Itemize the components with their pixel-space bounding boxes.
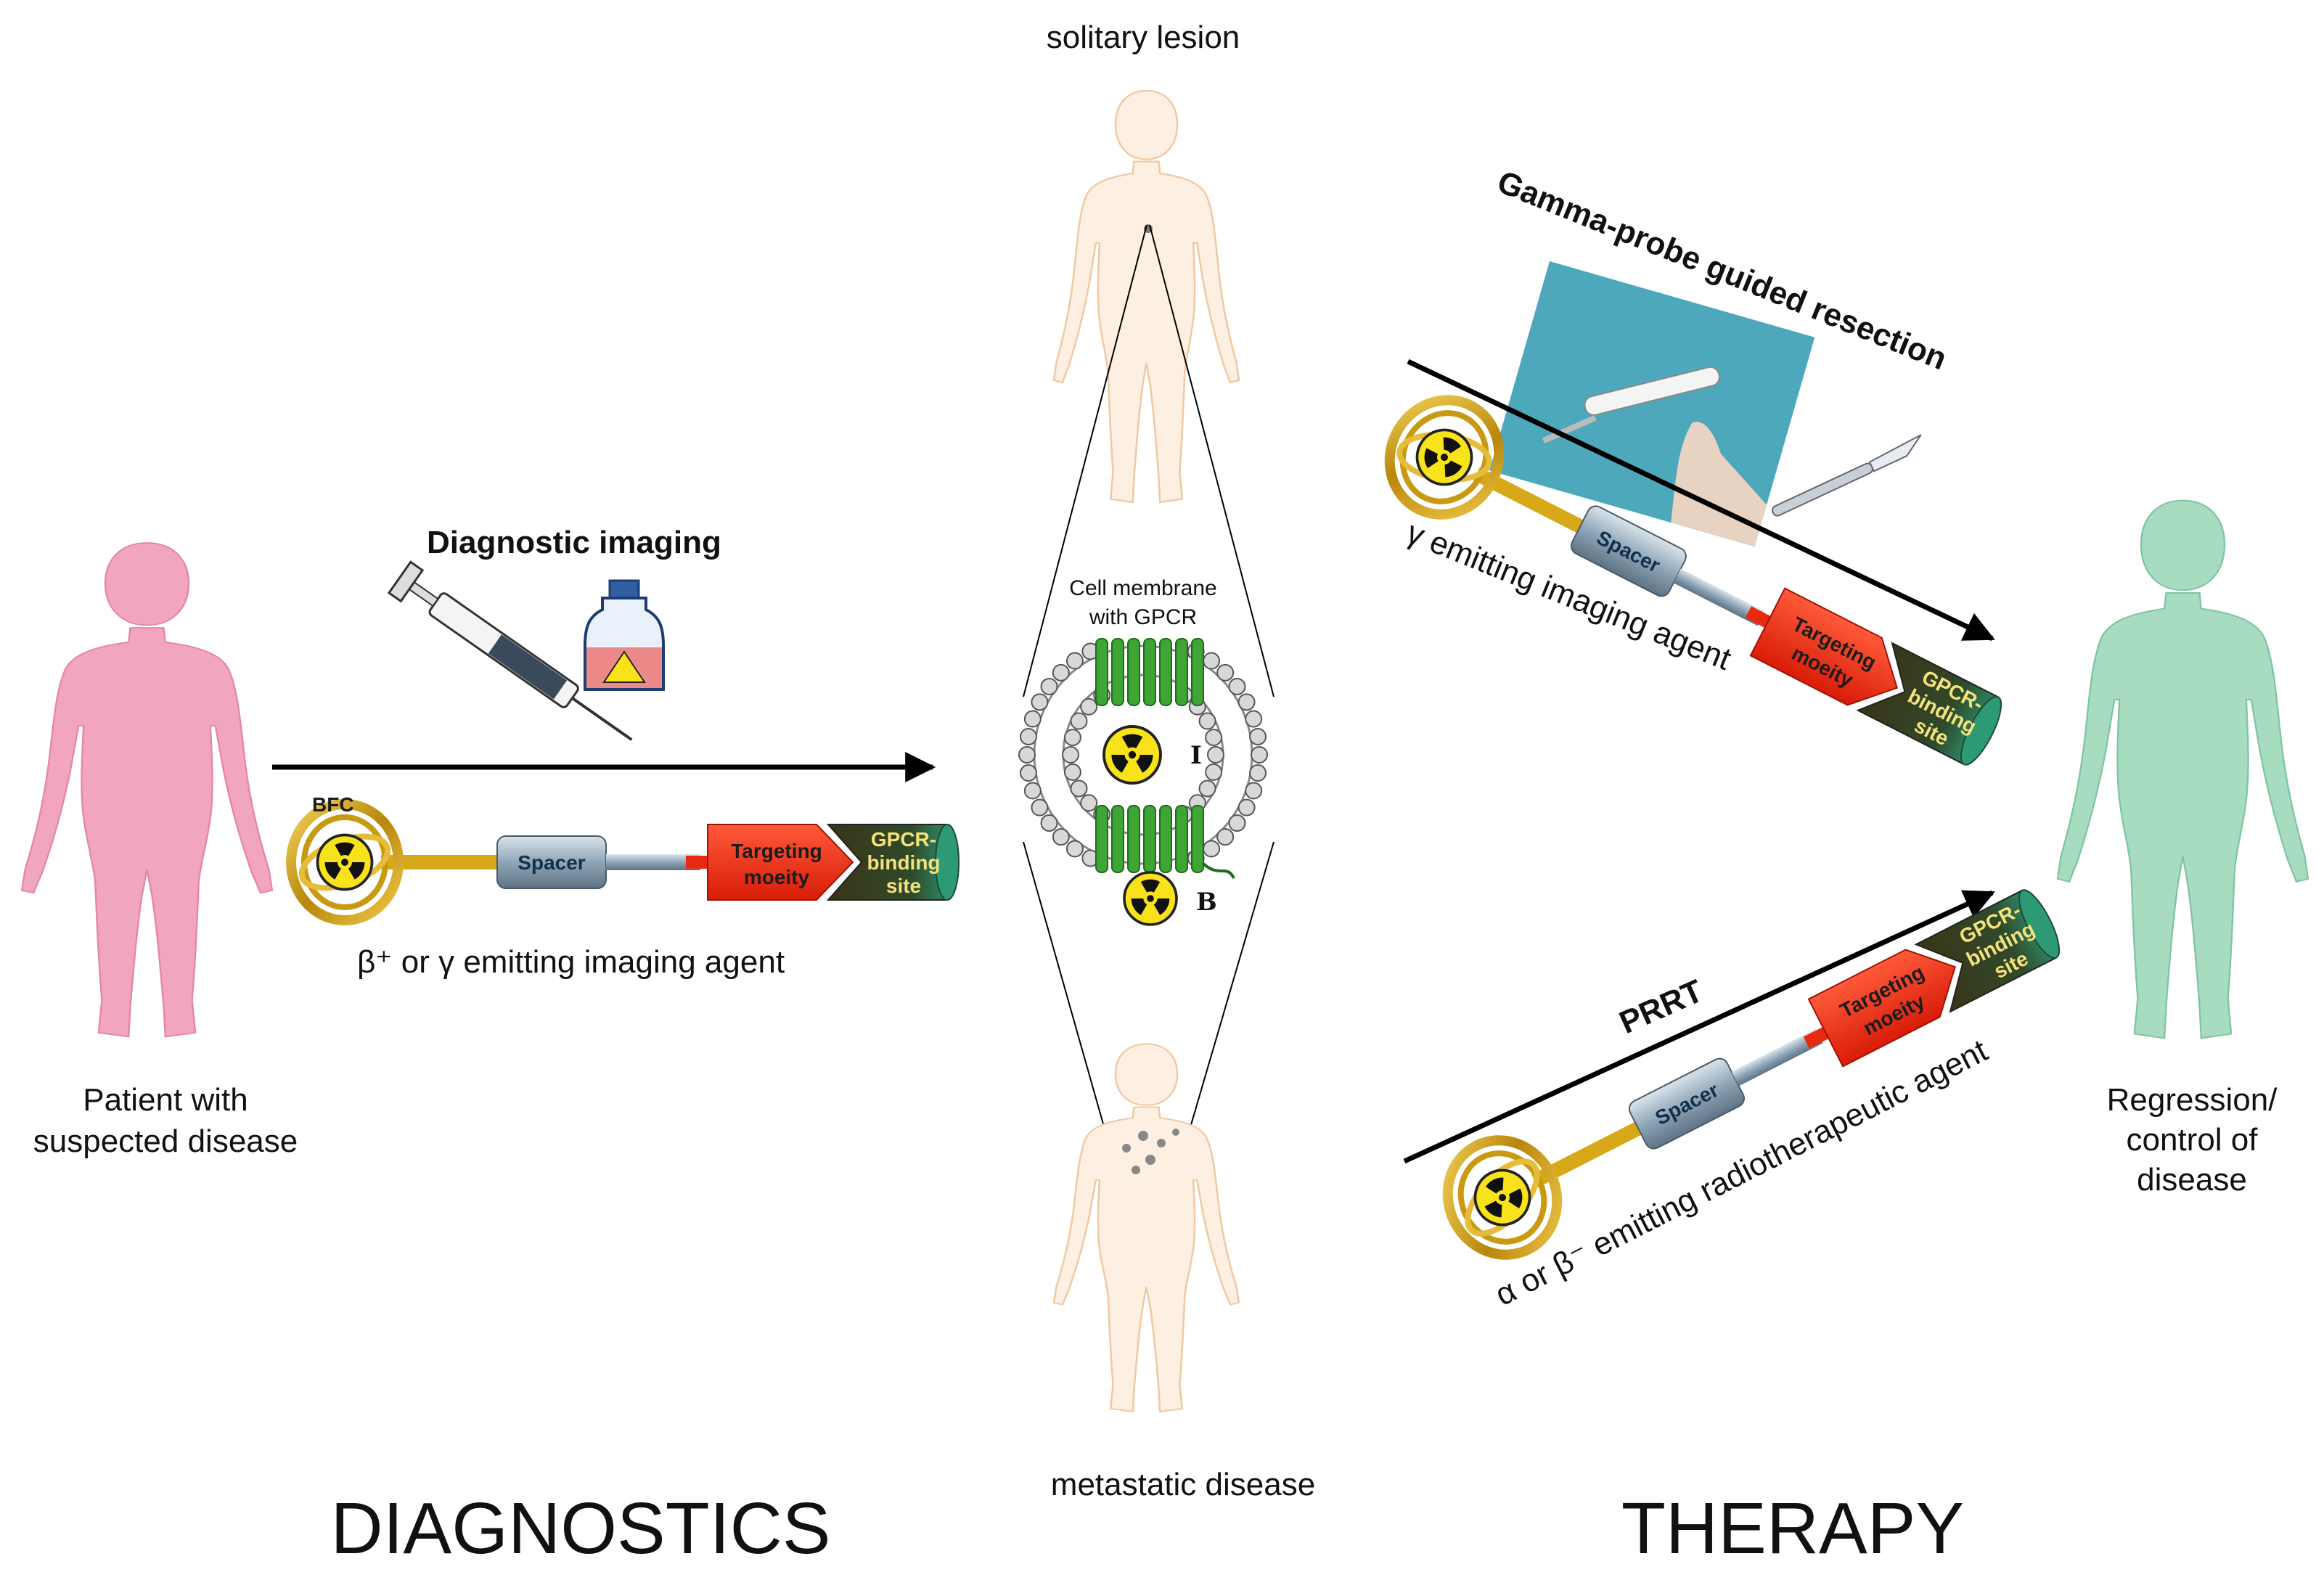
lipid-head bbox=[1080, 794, 1098, 812]
lipid-head bbox=[1228, 677, 1246, 695]
patient-label-line1: Patient with bbox=[83, 1082, 247, 1118]
lipid-head bbox=[1065, 652, 1084, 670]
lipid-head bbox=[1065, 840, 1084, 858]
metastasis-dots bbox=[1122, 1129, 1179, 1174]
lipid-head bbox=[1249, 764, 1267, 782]
lipid-head bbox=[1245, 710, 1263, 728]
diagnostic-binding-label-3: site bbox=[886, 875, 921, 897]
lipid-head bbox=[1023, 782, 1042, 800]
diagnostic-agent: Spacer Targeting moeity GPCR- binding si… bbox=[291, 804, 959, 920]
lipid-head bbox=[1031, 798, 1049, 816]
scalpel-icon bbox=[1771, 434, 1922, 517]
patient-figure bbox=[20, 541, 274, 1038]
metastatic-disease-label: metastatic disease bbox=[1051, 1467, 1315, 1502]
cell-membrane-label-1: Cell membrane bbox=[1069, 576, 1216, 600]
regression-figure bbox=[2056, 499, 2309, 1039]
lipid-head bbox=[1031, 693, 1049, 711]
metastatic-disease-figure bbox=[1052, 1043, 1240, 1413]
radioactive-vial-icon bbox=[584, 579, 665, 691]
therapy-section-title: THERAPY bbox=[1621, 1488, 1964, 1569]
lipid-head bbox=[1251, 746, 1268, 764]
internalized-marker-label: I bbox=[1190, 741, 1202, 770]
lipid-head bbox=[1052, 828, 1070, 846]
diagnostics-section-title: DIAGNOSTICS bbox=[331, 1488, 831, 1569]
solitary-lesion-label: solitary lesion bbox=[1047, 20, 1240, 55]
lipid-head bbox=[1228, 814, 1246, 832]
diagnostic-binding-label-2: binding bbox=[867, 851, 940, 874]
regression-label-line1: Regression/ bbox=[2107, 1082, 2278, 1118]
lipid-head bbox=[1198, 712, 1216, 730]
lipid-head bbox=[1063, 729, 1081, 747]
lipid-head bbox=[1216, 663, 1235, 681]
regression-label-line3: disease bbox=[2137, 1162, 2247, 1198]
diagnostic-spacer-label: Spacer bbox=[517, 851, 585, 874]
solitary-lesion-figure bbox=[1052, 89, 1240, 504]
lipid-head bbox=[1205, 729, 1223, 747]
lipid-head bbox=[1203, 652, 1221, 670]
lipid-head bbox=[1023, 710, 1042, 728]
lipid-head bbox=[1216, 828, 1235, 846]
lipid-head bbox=[1018, 746, 1036, 764]
lipid-head bbox=[1237, 798, 1256, 816]
bound-marker-label: B bbox=[1196, 888, 1217, 917]
lipid-head bbox=[1019, 727, 1037, 745]
resection-arrow bbox=[1407, 359, 1995, 642]
lipid-head bbox=[1040, 814, 1058, 832]
lipid-head bbox=[1249, 727, 1267, 745]
lipid-head bbox=[1198, 779, 1216, 798]
diagnostic-targeting-label-1: Targeting bbox=[731, 840, 822, 862]
diagnostic-targeting-label-2: moeity bbox=[744, 866, 810, 888]
lipid-head bbox=[1070, 712, 1088, 730]
regression-label-line2: control of bbox=[2127, 1122, 2259, 1158]
lipid-head bbox=[1237, 693, 1256, 711]
resection-agent-caption: γ emitting imaging agent bbox=[1402, 515, 1736, 677]
radiation-trefoil-icon bbox=[1102, 725, 1162, 785]
prrt-arrow bbox=[1403, 890, 1995, 1164]
bound-radiation-icon bbox=[1123, 871, 1178, 926]
lipid-head bbox=[1040, 677, 1058, 695]
lipid-head bbox=[1063, 763, 1081, 781]
syringe-icon bbox=[387, 560, 633, 741]
lipid-head bbox=[1203, 840, 1221, 858]
gamma-probe-photo bbox=[1489, 261, 1815, 547]
lipid-head bbox=[1080, 697, 1098, 716]
lipid-head bbox=[1245, 782, 1263, 800]
lipid-head bbox=[1052, 663, 1070, 681]
lipid-head bbox=[1062, 746, 1079, 764]
cell-membrane-vesicle bbox=[1018, 638, 1268, 880]
cell-membrane-label-2: with GPCR bbox=[1089, 605, 1197, 629]
patient-label-line2: suspected disease bbox=[33, 1123, 298, 1159]
bfc-label: BFC bbox=[312, 793, 354, 816]
diagnostic-agent-caption: β⁺ or γ emitting imaging agent bbox=[357, 944, 785, 980]
diagnostic-imaging-title: Diagnostic imaging bbox=[427, 525, 721, 560]
diagnostic-binding-label-1: GPCR- bbox=[871, 828, 936, 851]
lipid-head bbox=[1207, 746, 1224, 764]
lipid-head bbox=[1070, 779, 1088, 798]
lipid-head bbox=[1019, 764, 1037, 782]
lipid-head bbox=[1205, 763, 1223, 781]
